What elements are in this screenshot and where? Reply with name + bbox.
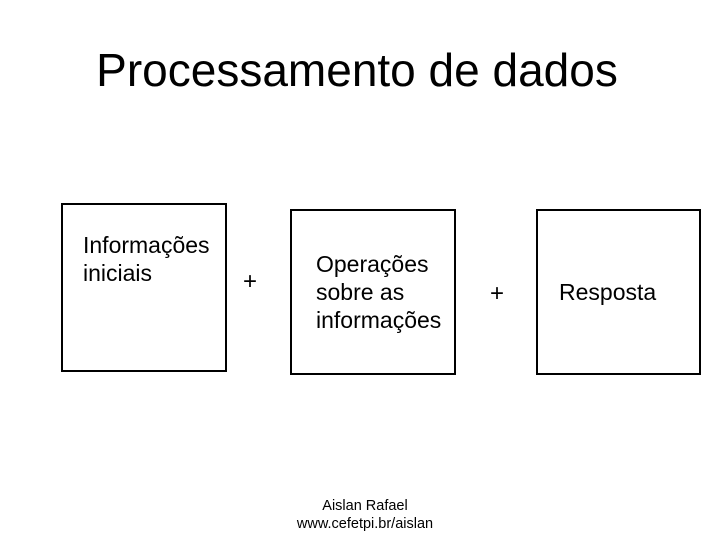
plus-connector-2: + [489, 280, 504, 307]
box-operacoes-sobre-informacoes-label: Operações sobre as informações [316, 251, 442, 333]
box-resposta-label: Resposta [559, 279, 657, 305]
footer-author: Aislan Rafael [322, 498, 408, 514]
slide-footer: Aislan Rafael www.cefetpi.br/aislan [0, 498, 728, 533]
box-informacoes-iniciais: Informações iniciais [61, 203, 227, 372]
box-resposta: Resposta [536, 209, 701, 375]
slide-title: Processamento de dados [96, 44, 618, 96]
footer-url: www.cefetpi.br/aislan [296, 515, 434, 532]
box-operacoes-sobre-informacoes: Operações sobre as informações [290, 209, 456, 375]
plus-connector-1: + [242, 268, 257, 295]
box-informacoes-iniciais-label: Informações iniciais [83, 232, 210, 286]
